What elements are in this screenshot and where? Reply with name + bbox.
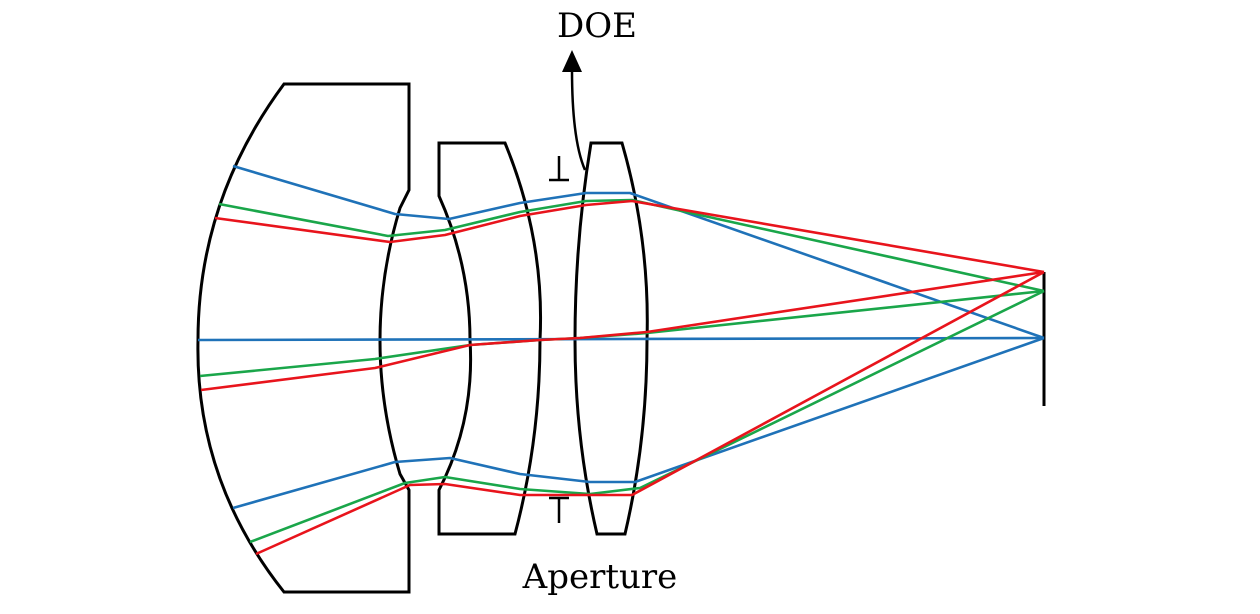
ray-lower-red [255, 270, 1045, 556]
ray-chief-red [200, 270, 1045, 392]
ray-upper-blue [232, 164, 1045, 340]
lens-3-doe [573, 141, 649, 536]
ray-bundles [197, 164, 1045, 556]
doe-pointer-arrow [562, 50, 587, 171]
lens-1 [196, 82, 411, 594]
ray-lower-blue [232, 336, 1045, 510]
ray-axis-blue [197, 336, 1045, 342]
lens-2 [437, 141, 543, 536]
doe-label: DOE [557, 6, 637, 46]
aperture-stop [549, 156, 569, 523]
ray-upper-green [218, 198, 1045, 293]
ray-lower-green [249, 289, 1045, 544]
aperture-label: Aperture [522, 557, 678, 597]
ray-upper-red [214, 199, 1045, 274]
